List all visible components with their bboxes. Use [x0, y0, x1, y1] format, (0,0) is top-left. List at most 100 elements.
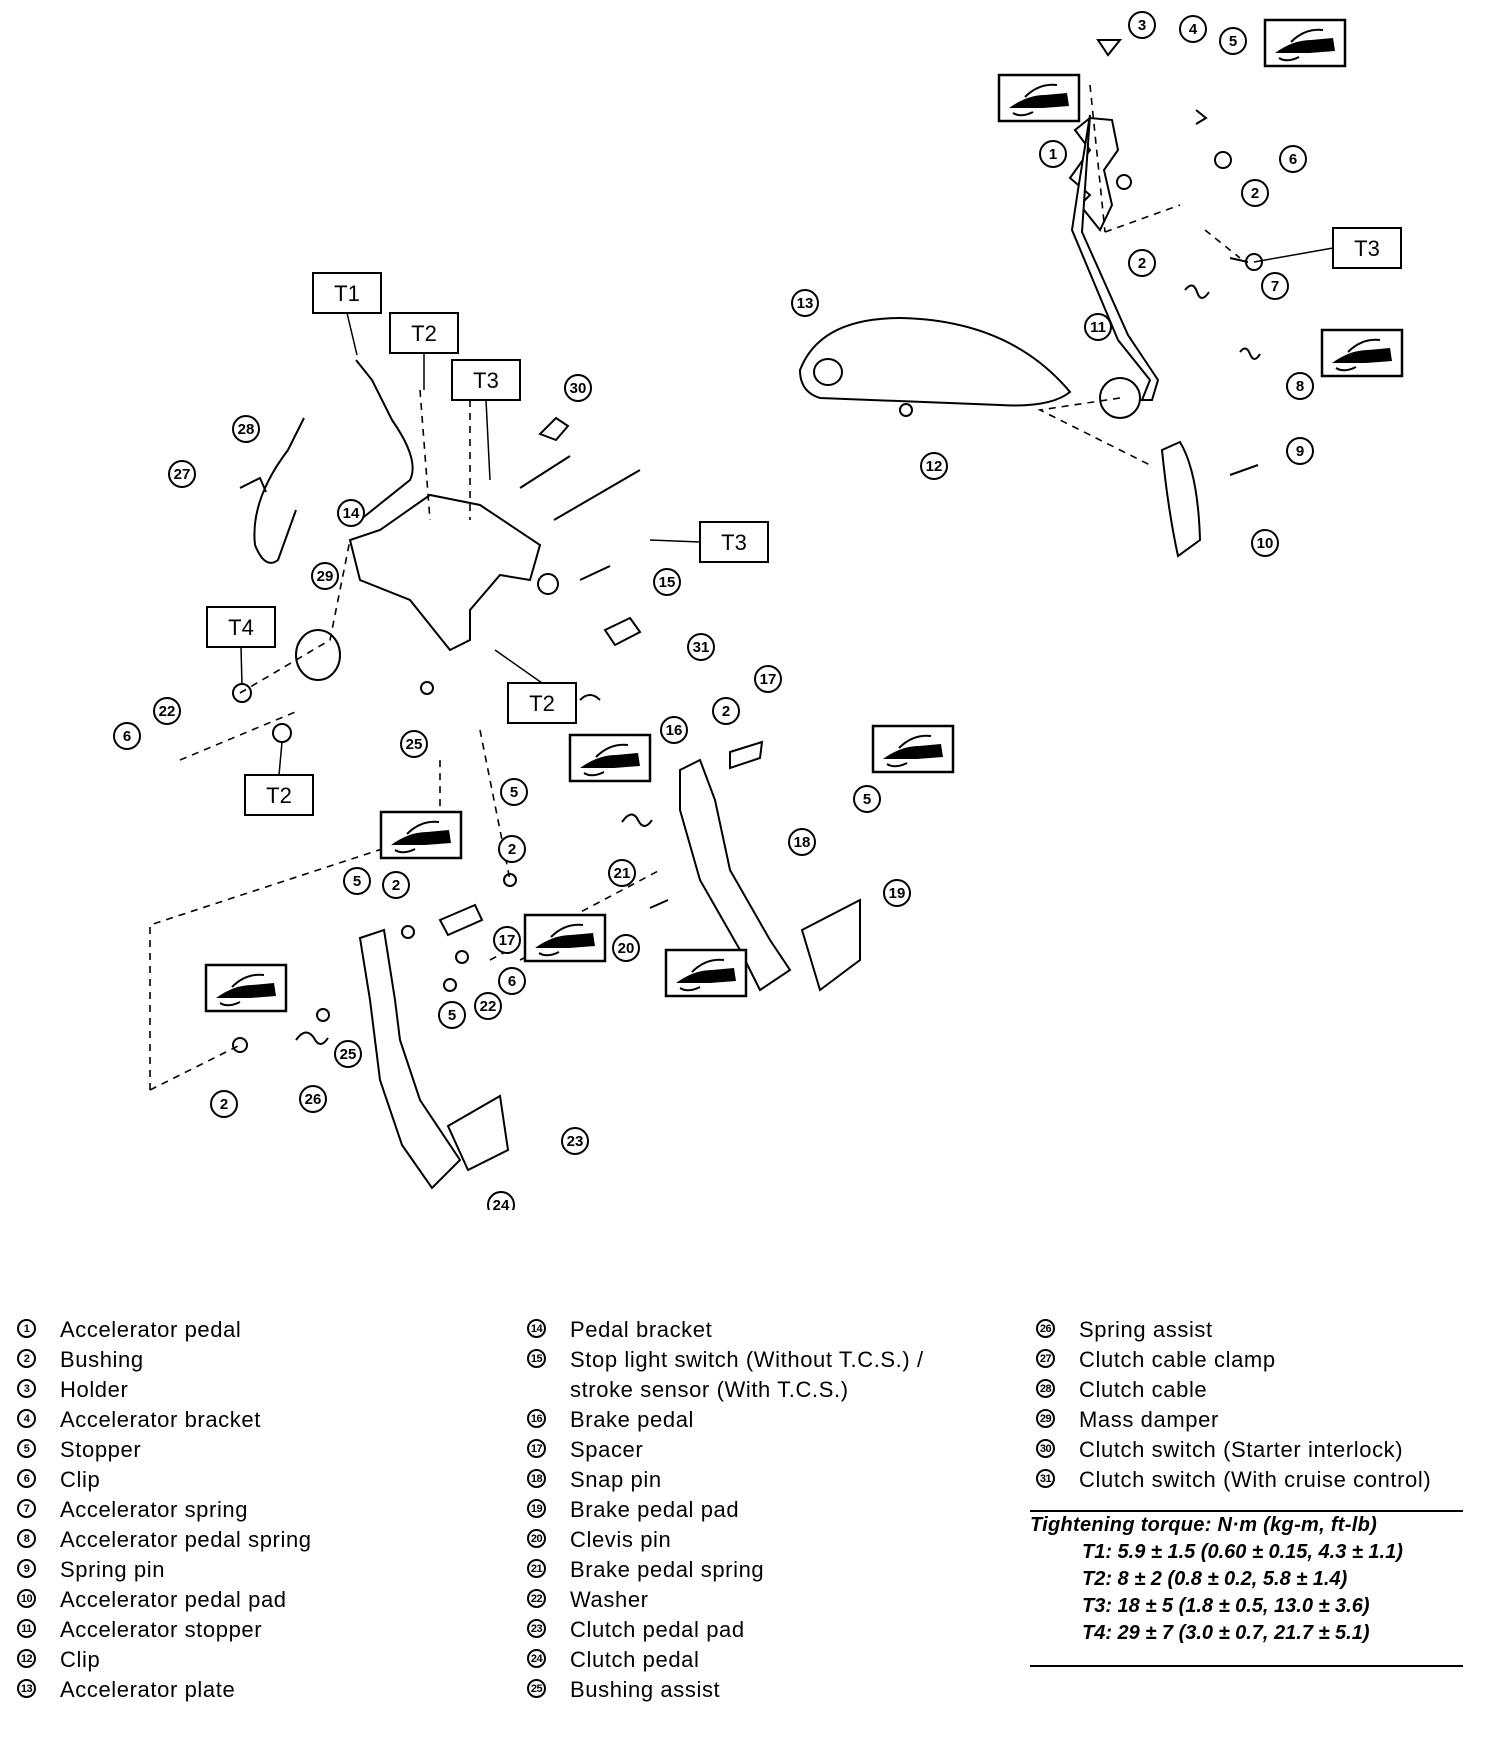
callout-2: 2	[1241, 179, 1269, 207]
svg-text:5: 5	[1229, 33, 1237, 50]
legend-number: 7	[17, 1499, 36, 1518]
callout-7: 7	[1261, 272, 1289, 300]
svg-text:15: 15	[659, 574, 676, 591]
svg-text:20: 20	[618, 940, 635, 957]
torque-tag-t3: T3	[699, 521, 769, 563]
svg-text:26: 26	[305, 1091, 322, 1108]
callout-3: 3	[1128, 11, 1156, 39]
svg-text:T2: T2	[529, 691, 555, 716]
part-drawings	[232, 39, 1263, 1190]
legend-number: 14	[527, 1319, 546, 1338]
callout-2: 2	[210, 1090, 238, 1118]
svg-text:6: 6	[123, 728, 131, 745]
svg-text:1: 1	[1049, 146, 1057, 163]
legend-label: Accelerator plate	[60, 1677, 236, 1702]
legend-label: Brake pedal	[570, 1407, 695, 1432]
svg-text:25: 25	[406, 736, 423, 753]
svg-text:11: 11	[1090, 319, 1106, 336]
svg-text:22: 22	[159, 703, 176, 720]
svg-text:T4: T4	[228, 615, 254, 640]
legend-item: 15 Stop light switch (Without T.C.S.) /	[527, 1345, 924, 1375]
legend-label: Accelerator stopper	[60, 1617, 263, 1642]
part-callouts: 1 2 2 2 2 2 2 3 4 5 5 5 5 5 6 6 6 7 8 9 …	[113, 11, 1314, 1210]
grease-icon	[568, 733, 652, 783]
legend-label: Spring assist	[1079, 1317, 1213, 1342]
svg-text:2: 2	[392, 877, 400, 894]
callout-5: 5	[500, 778, 528, 806]
pedal-assembly-diagram: T1 T2 T3 T3 T3 T4 T2 T2 1 2 2 2 2 2 2 3 …	[113, 11, 1404, 1210]
legend-label: Bushing	[60, 1347, 144, 1372]
svg-text:13: 13	[797, 295, 814, 312]
legend-number: 9	[17, 1559, 36, 1578]
callout-6: 6	[498, 967, 526, 995]
torque-tag-t2: T2	[507, 682, 577, 724]
legend-number: 15	[527, 1349, 546, 1368]
callout-17: 17	[493, 926, 521, 954]
svg-text:12: 12	[926, 458, 943, 475]
callout-14: 14	[337, 499, 365, 527]
legend-item-continuation: stroke sensor (With T.C.S.)	[527, 1375, 924, 1405]
svg-text:8: 8	[1296, 378, 1304, 395]
svg-text:2: 2	[220, 1096, 228, 1113]
grease-icon	[1320, 328, 1404, 378]
callout-5: 5	[438, 1001, 466, 1029]
legend-number: 6	[17, 1469, 36, 1488]
callout-18: 18	[788, 828, 816, 856]
torque-row-t2: T2: 8 ± 2 (0.8 ± 0.2, 5.8 ± 1.4)	[1082, 1568, 1348, 1590]
grease-icon	[997, 73, 1081, 123]
legend-number: 11	[17, 1619, 36, 1638]
svg-text:23: 23	[567, 1133, 584, 1150]
legend-label: Mass damper	[1079, 1407, 1219, 1432]
svg-text:6: 6	[1289, 151, 1297, 168]
legend-item: 24 Clutch pedal	[527, 1645, 924, 1675]
svg-text:2: 2	[1138, 255, 1146, 272]
legend-label: Spring pin	[60, 1557, 166, 1582]
callout-6: 6	[113, 722, 141, 750]
svg-text:25: 25	[340, 1046, 357, 1063]
legend-number: 24	[527, 1649, 546, 1668]
svg-text:9: 9	[1296, 443, 1304, 460]
legend-label: Holder	[60, 1377, 129, 1402]
callout-9: 9	[1286, 437, 1314, 465]
callout-5: 5	[853, 785, 881, 813]
legend-label: Clutch pedal	[570, 1647, 700, 1672]
callout-15: 15	[653, 568, 681, 596]
callout-22: 22	[474, 992, 502, 1020]
callout-2: 2	[712, 697, 740, 725]
svg-text:17: 17	[760, 671, 777, 688]
legend-number: 8	[17, 1529, 36, 1548]
legend-number: 12	[17, 1649, 36, 1668]
legend-item: 9 Spring pin	[17, 1555, 312, 1585]
callout-12: 12	[920, 452, 948, 480]
svg-text:T2: T2	[411, 321, 437, 346]
legend-label: Accelerator pedal	[60, 1317, 242, 1342]
legend-number: 3	[17, 1379, 36, 1398]
legend-number: 18	[527, 1469, 546, 1488]
callout-5: 5	[1219, 27, 1247, 55]
legend-label: Spacer	[570, 1437, 644, 1462]
svg-text:5: 5	[863, 791, 871, 808]
divider	[1030, 1665, 1463, 1667]
torque-row-t1: T1: 5.9 ± 1.5 (0.60 ± 0.15, 4.3 ± 1.1)	[1082, 1541, 1403, 1563]
callout-2: 2	[498, 835, 526, 863]
legend-label: Stop light switch (Without T.C.S.) /	[570, 1347, 924, 1372]
callout-17: 17	[754, 665, 782, 693]
callout-27: 27	[168, 460, 196, 488]
legend-label: Clutch cable	[1079, 1377, 1208, 1402]
legend-number: 28	[1036, 1379, 1055, 1398]
callout-8: 8	[1286, 372, 1314, 400]
callout-5: 5	[343, 867, 371, 895]
legend-label: Clutch cable clamp	[1079, 1347, 1276, 1372]
legend-number: 22	[527, 1589, 546, 1608]
legend-label: Clutch switch (With cruise control)	[1079, 1467, 1432, 1492]
